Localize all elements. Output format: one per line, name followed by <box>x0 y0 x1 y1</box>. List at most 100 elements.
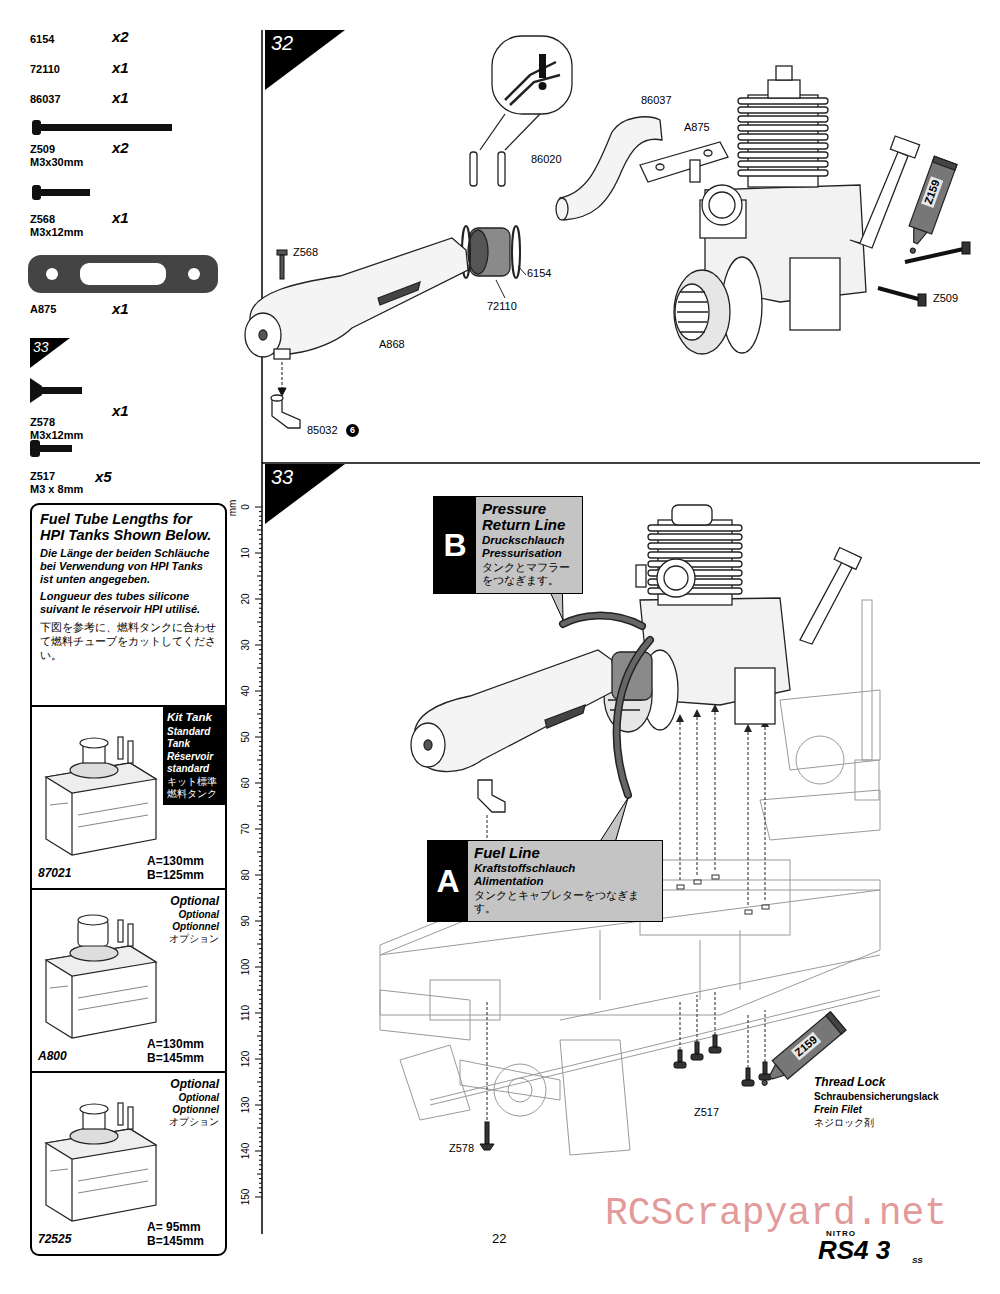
step-number: 33 <box>271 466 293 489</box>
ruler-number: 10 <box>240 547 252 558</box>
ruler-tick <box>255 507 262 508</box>
ruler-number: 140 <box>240 1143 252 1160</box>
engine-part <box>677 292 708 332</box>
engine-33 <box>604 505 861 732</box>
ruler-tick <box>257 668 262 669</box>
ruler-tick <box>259 727 262 728</box>
tank-panel: 87021A=130mm B=125mmKit TankStandard Tan… <box>32 705 225 888</box>
option-heading: Optional <box>170 1077 219 1091</box>
ruler-tick <box>257 1174 262 1175</box>
mount-holes-part <box>762 905 769 909</box>
ruler-tick <box>259 672 262 673</box>
tube-lengths: A= 95mm B=145mm <box>147 1220 219 1248</box>
ruler-tick <box>255 1013 262 1014</box>
chassis-outline-part <box>560 955 880 1020</box>
ruler-tick <box>259 824 262 825</box>
ruler-tick <box>259 985 262 986</box>
ruler-tick <box>259 1137 262 1138</box>
ruler-tick <box>259 1146 262 1147</box>
chassis-screws-part <box>759 1074 771 1080</box>
thread-lock-tube-33-part <box>772 1012 846 1079</box>
coupler-and-clamps-part <box>512 226 520 278</box>
ruler-tick <box>255 1105 262 1106</box>
tube-lengths: A=130mm B=145mm <box>147 1037 219 1065</box>
ruler-tick <box>259 1008 262 1009</box>
quantity: x5 <box>95 468 112 485</box>
ruler-tick <box>259 980 262 981</box>
chassis-outline-part <box>600 930 740 1000</box>
note-text: Frein Filet <box>813 1104 863 1116</box>
warning-pliers-icon-part <box>539 54 546 78</box>
ruler-tick <box>257 1036 262 1037</box>
parts-column-part <box>40 445 72 452</box>
mount-holes-part <box>712 875 719 879</box>
engine-part <box>738 125 828 131</box>
quantity: x1 <box>112 89 129 106</box>
part-number: 6154 <box>526 267 552 280</box>
ruler-tick <box>257 622 262 623</box>
engine-part <box>738 134 828 140</box>
ruler-tick <box>259 562 262 563</box>
ruler-tick <box>259 681 262 682</box>
option-de: Optional <box>178 909 219 921</box>
arrow-heads-part <box>693 709 701 717</box>
quantity: x1 <box>112 59 129 76</box>
warning-pliers-icon-part <box>492 36 572 114</box>
panel-text-de: Die Länge der beiden Schläuche bei Verwe… <box>40 547 217 586</box>
ruler-tick <box>259 842 262 843</box>
ruler-tick <box>259 916 262 917</box>
mount-holes-part <box>694 880 701 884</box>
fuel-tank-drawing-part-part <box>46 946 156 1038</box>
ruler-tick <box>259 1095 262 1096</box>
ruler-tick <box>259 773 262 774</box>
ruler-tick <box>259 884 262 885</box>
exhaust-pipe <box>245 238 468 359</box>
warning-pliers-icon-part <box>505 114 540 150</box>
arrow-heads-part <box>676 714 684 722</box>
fuel-tank-drawing-part-part <box>46 763 156 855</box>
part-number: A875 <box>30 303 56 316</box>
ruler-tick <box>255 691 262 692</box>
exhaust-pipe-part <box>250 238 468 354</box>
callout-de: Druckschlauch <box>482 534 577 547</box>
chassis-outline-part <box>855 760 879 800</box>
fuel-tank-drawing-part-part <box>80 1104 108 1114</box>
ruler-tick <box>255 829 262 830</box>
callout-ja: タンクとキャブレターをつなぎます。 <box>474 889 656 915</box>
ruler-tick <box>259 594 262 595</box>
logo-text: SS <box>912 1256 923 1265</box>
ruler-tick <box>259 838 262 839</box>
warning-pliers-icon-part <box>470 152 477 186</box>
parts-column-part <box>30 440 40 457</box>
parts-column-part <box>32 185 41 200</box>
fuel-tank-drawing-part-part <box>50 1169 148 1193</box>
engine-part <box>675 284 709 340</box>
exhaust-pipe-part <box>274 349 290 359</box>
option-heading: Optional <box>170 894 219 908</box>
engine-part <box>709 192 735 218</box>
muffler-screw-part <box>277 250 287 255</box>
part-number: A868 <box>378 338 406 351</box>
step-tag-shape-part <box>265 30 345 90</box>
note-title: Thread Lock <box>813 1076 886 1090</box>
fuel-tank-drawing-part-part <box>46 946 156 976</box>
engine-part <box>738 152 828 158</box>
engine-part <box>738 107 828 113</box>
ruler-tick <box>259 1031 262 1032</box>
ruler-tick <box>259 1054 262 1055</box>
ruler-tick <box>259 787 262 788</box>
fuel-tank-drawing-part-part <box>50 803 148 827</box>
assembly-arrows-part <box>680 720 681 880</box>
ruler-tick <box>259 888 262 889</box>
callout-fr: Pressurisation <box>482 547 577 560</box>
part-number: Z517 <box>30 470 55 483</box>
tank-panel: OptionalOptionalOptionnelオプション72525A= 95… <box>32 1071 225 1254</box>
ruler-tick <box>259 732 262 733</box>
engine-screws-part <box>962 242 970 254</box>
thread-lock-tube-part <box>932 156 957 170</box>
ruler-tick <box>259 1063 262 1064</box>
ruler-tick <box>259 879 262 880</box>
tube-label: Z159 <box>921 176 943 208</box>
assembly-arrows-part <box>748 1015 749 1068</box>
assembly-arrows-part <box>715 710 716 870</box>
